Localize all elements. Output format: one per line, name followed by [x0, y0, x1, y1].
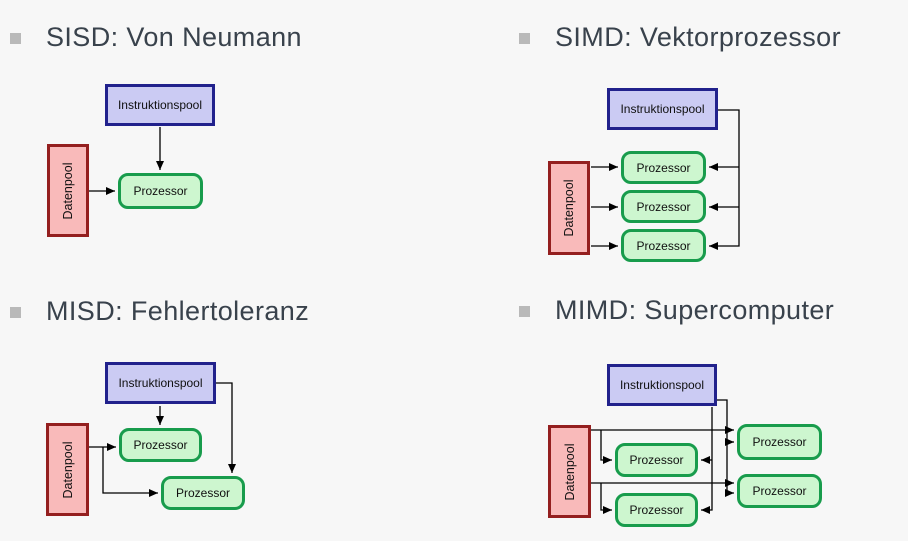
section-header-misd: MISD: Fehlertoleranz: [10, 295, 309, 327]
instruction-pool-label: Instruktionspool: [619, 378, 705, 392]
section-header-sisd: SISD: Von Neumann: [10, 21, 302, 53]
processor-label: Prozessor: [629, 453, 684, 467]
section-header-mimd: MIMD: Supercomputer: [519, 294, 834, 326]
instruction-pool-label: Instruktionspool: [118, 376, 203, 390]
misd-instr-to-proc2-arrow: [216, 382, 236, 473]
sisd-processor-box: Prozessor: [118, 173, 203, 209]
instruction-pool-label: Instruktionspool: [620, 102, 705, 116]
processor-label: Prozessor: [629, 503, 684, 517]
section-title-simd: SIMD: Vektorprozessor: [555, 21, 841, 52]
processor-label: Prozessor: [752, 435, 807, 449]
simd-data-pool-box: Datenpool: [548, 161, 590, 255]
sisd-instruction-pool-box: Instruktionspool: [105, 84, 215, 126]
mimd-data-to-mproc1-arrow: [600, 430, 612, 464]
mimd-processor-box-right-2: Prozessor: [737, 474, 822, 508]
mimd-processor-box-right-1: Prozessor: [737, 424, 822, 460]
mimd-processor-box-mid-1: Prozessor: [615, 443, 698, 477]
mimd-instruction-pool-box: Instruktionspool: [607, 364, 717, 406]
section-title-sisd: SISD: Von Neumann: [46, 21, 302, 52]
mimd-data-to-mproc2-arrow: [600, 483, 612, 514]
mimd-data-pool-box: Datenpool: [548, 425, 591, 518]
section-header-simd: SIMD: Vektorprozessor: [519, 21, 841, 53]
bullet-square-icon: [10, 33, 21, 44]
mimd-instr-drop-arrow: [701, 407, 713, 514]
simd-processor-box-1: Prozessor: [621, 151, 706, 184]
misd-data-pool-box: Datenpool: [46, 423, 89, 516]
processor-label: Prozessor: [175, 486, 231, 500]
processor-label: Prozessor: [636, 238, 691, 253]
sisd-data-pool-box: Datenpool: [47, 144, 89, 237]
mimd-instr-bus-arrow: [717, 399, 734, 497]
bullet-square-icon: [519, 306, 530, 317]
processor-label: Prozessor: [636, 199, 691, 214]
simd-processor-box-3: Prozessor: [621, 229, 706, 262]
section-title-misd: MISD: Fehlertoleranz: [46, 295, 310, 326]
data-pool-label: Datenpool: [61, 162, 75, 219]
section-title-mimd: MIMD: Supercomputer: [555, 294, 835, 325]
instruction-pool-label: Instruktionspool: [117, 98, 203, 112]
simd-instruction-pool-box: Instruktionspool: [607, 88, 718, 130]
processor-label: Prozessor: [636, 160, 691, 175]
bullet-square-icon: [519, 33, 530, 44]
data-pool-label: Datenpool: [562, 179, 576, 237]
simd-processor-box-2: Prozessor: [621, 190, 706, 223]
mimd-processor-box-mid-2: Prozessor: [615, 493, 698, 527]
data-pool-label: Datenpool: [562, 443, 577, 500]
processor-label: Prozessor: [133, 184, 188, 198]
misd-processor-box-1: Prozessor: [119, 428, 202, 462]
bullet-square-icon: [10, 307, 21, 318]
processor-label: Prozessor: [133, 438, 188, 452]
processor-label: Prozessor: [752, 484, 807, 498]
simd-instr-bus-arrow: [709, 109, 740, 250]
misd-processor-box-2: Prozessor: [161, 476, 245, 510]
misd-instruction-pool-box: Instruktionspool: [105, 362, 216, 404]
data-pool-label: Datenpool: [60, 441, 75, 498]
